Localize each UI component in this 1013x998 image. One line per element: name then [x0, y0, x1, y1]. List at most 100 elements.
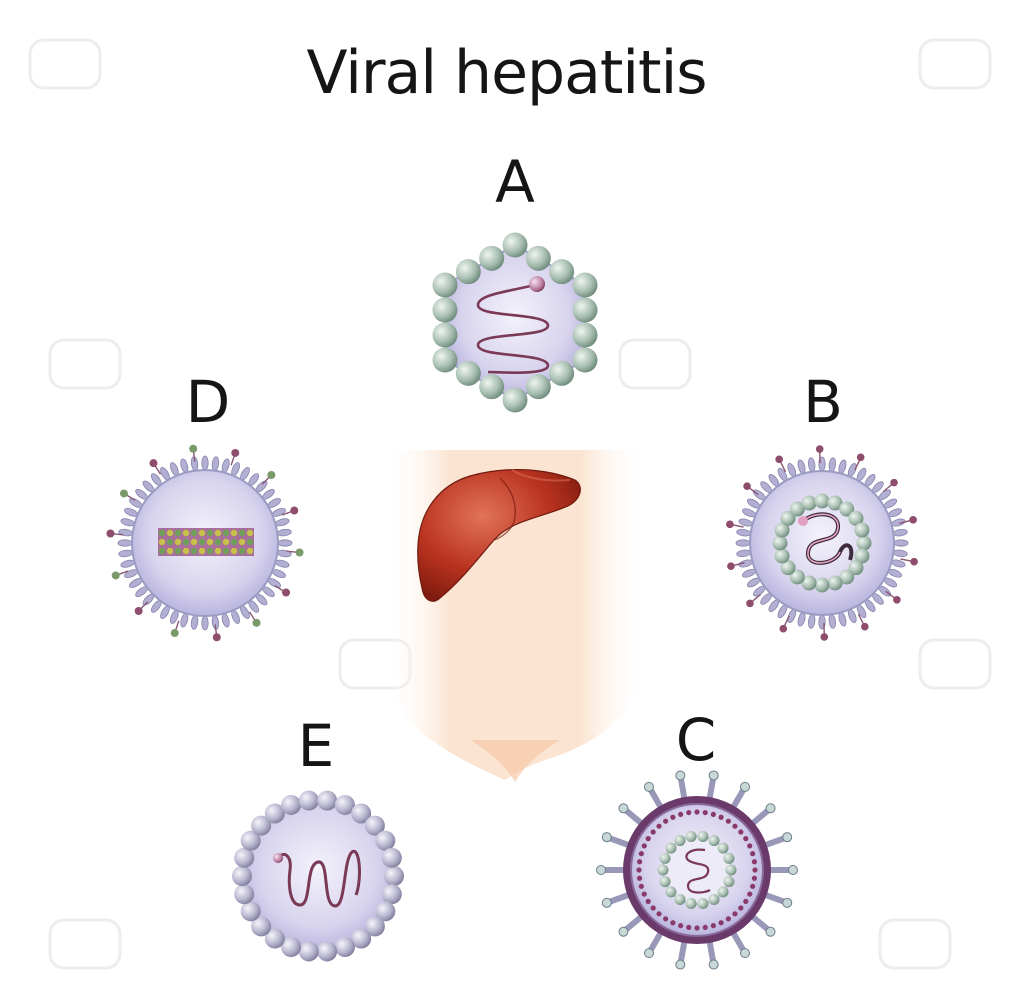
envelope-spike	[211, 456, 219, 471]
core-capsomere	[827, 575, 842, 590]
membrane-protein	[738, 905, 743, 910]
core-capsomere	[723, 853, 734, 864]
delta-antigen	[167, 530, 173, 536]
core-capsomere	[815, 494, 830, 509]
capsomere	[573, 273, 598, 298]
delta-antigen	[207, 539, 213, 545]
core-capsomere	[697, 898, 708, 909]
core-capsomere	[675, 894, 686, 905]
membrane-protein	[718, 815, 723, 820]
delta-antigen	[159, 548, 165, 554]
delta-antigen	[239, 548, 245, 554]
capsomere	[382, 848, 402, 868]
core-capsomere	[665, 886, 676, 897]
membrane-protein	[639, 851, 644, 856]
membrane-protein	[642, 891, 647, 896]
delta-antigen	[175, 539, 181, 545]
capsomere	[433, 323, 458, 348]
envelope-spike	[118, 549, 133, 557]
membrane-protein	[670, 920, 675, 925]
glycoprotein-tip	[783, 898, 792, 907]
hepatitis-a-virion	[433, 233, 598, 413]
surface-antigen-stalk	[155, 466, 160, 474]
envelope-spike	[736, 549, 751, 557]
surface-antigen	[890, 479, 898, 487]
envelope-spike	[179, 458, 189, 473]
capsomere	[317, 941, 337, 961]
membrane-protein	[663, 916, 668, 921]
core-capsomere	[686, 898, 697, 909]
envelope-spike	[893, 529, 908, 537]
core-capsomere	[718, 886, 729, 897]
membrane-protein	[703, 810, 708, 815]
surface-antigen	[189, 445, 197, 453]
membrane-protein	[747, 891, 752, 896]
envelope-spike	[277, 549, 292, 557]
delta-antigen	[167, 539, 173, 545]
surface-antigen	[112, 571, 120, 579]
surface-antigen	[743, 482, 751, 490]
capsomere	[299, 791, 319, 811]
delta-antigen	[223, 530, 229, 536]
surface-antigen	[149, 459, 157, 467]
glycoprotein-tip	[789, 866, 798, 875]
envelope-spike	[120, 559, 135, 569]
surface-antigen	[135, 607, 143, 615]
membrane-protein	[642, 843, 647, 848]
membrane-protein	[732, 824, 737, 829]
capsomere	[456, 259, 481, 284]
surface-antigen	[820, 633, 828, 641]
delta-antigen	[239, 539, 245, 545]
core-capsomere	[775, 548, 790, 563]
capsomere	[479, 374, 504, 399]
surface-antigen	[893, 596, 901, 604]
delta-antigen	[215, 548, 221, 554]
surface-antigen	[816, 445, 824, 453]
glycoprotein-tip	[619, 927, 628, 936]
glycoprotein-tip	[676, 771, 685, 780]
surface-antigen-stalk	[287, 551, 297, 552]
hepatitis-c-virion	[597, 771, 798, 969]
envelope-spike	[118, 528, 133, 536]
surface-antigen	[282, 589, 290, 597]
delta-antigen	[207, 548, 213, 554]
envelope-spike	[278, 540, 292, 546]
surface-antigen	[267, 471, 275, 479]
membrane-protein	[743, 899, 748, 904]
membrane-protein	[703, 925, 708, 930]
surface-antigen	[727, 562, 735, 570]
glycoprotein-tip	[709, 771, 718, 780]
glycoprotein-tip	[597, 866, 606, 875]
surface-antigen	[909, 516, 917, 524]
membrane-protein	[711, 923, 716, 928]
surface-antigen	[779, 625, 787, 633]
delta-antigen	[191, 530, 197, 536]
delta-antigen-rod	[158, 528, 254, 556]
envelope-spike	[275, 517, 290, 527]
envelope-spike	[894, 540, 908, 546]
glycoprotein-tip	[645, 949, 654, 958]
glycoprotein-tip	[645, 782, 654, 791]
delta-antigen	[175, 530, 181, 536]
capsomere	[433, 273, 458, 298]
hepatitis-d-virion	[106, 445, 303, 642]
core-capsomere	[709, 835, 720, 846]
hepatitis-e-virion	[232, 791, 404, 962]
capsomere	[456, 361, 481, 386]
surface-antigen-stalk	[176, 621, 179, 630]
capsomere	[384, 866, 404, 886]
envelope-spike	[179, 613, 189, 628]
core-capsomere	[726, 865, 737, 876]
glycoprotein-tip	[741, 949, 750, 958]
delta-antigen	[231, 530, 237, 536]
capsomere	[433, 348, 458, 373]
envelope-spike	[828, 457, 836, 472]
core-capsomere	[718, 843, 729, 854]
membrane-protein	[639, 884, 644, 889]
delta-antigen	[199, 539, 205, 545]
glycoprotein-tip	[741, 782, 750, 791]
delta-antigen	[159, 530, 165, 536]
membrane-protein	[752, 867, 757, 872]
delta-antigen	[247, 539, 253, 545]
